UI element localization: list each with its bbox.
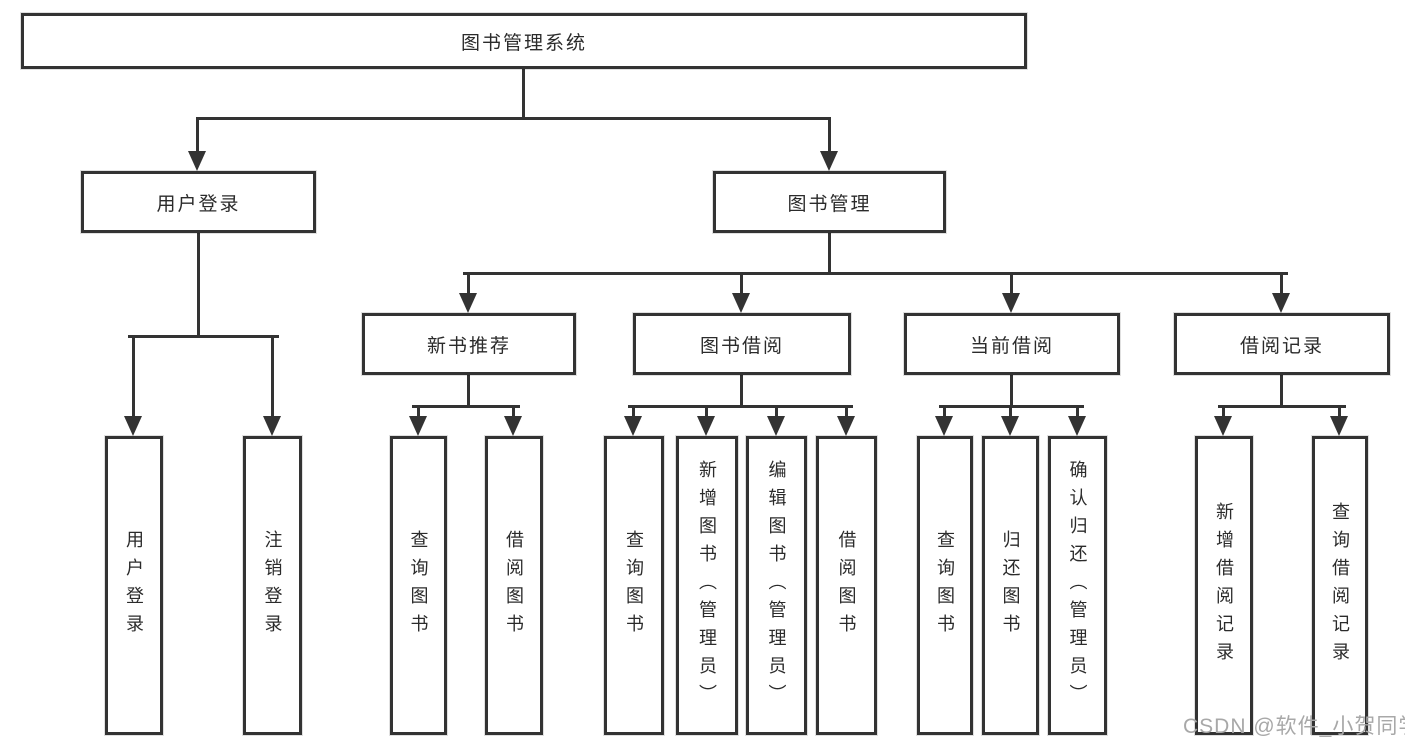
connector-root-rail bbox=[197, 117, 831, 120]
arrow-to-leaf-add-record bbox=[1214, 405, 1232, 436]
csdn-watermark: CSDN @软件_小贺同学 bbox=[1183, 715, 1405, 738]
arrow-to-user-login bbox=[188, 117, 206, 171]
arrow-to-new-book-section bbox=[459, 272, 477, 313]
arrow-to-book-management bbox=[820, 117, 838, 171]
leaf-query-book-1: 查询图书 bbox=[390, 436, 447, 735]
arrow-to-current-section bbox=[1002, 272, 1020, 313]
connector-book-stem bbox=[828, 233, 831, 275]
arrow-to-leaf-query-book-2 bbox=[624, 405, 642, 436]
leaf-logout: 注销登录 bbox=[243, 436, 302, 735]
leaf-user-login: 用户登录 bbox=[105, 436, 163, 735]
node-book-management: 图书管理 bbox=[713, 171, 946, 233]
arrow-to-leaf-edit-book bbox=[767, 405, 785, 436]
leaf-confirm-return-admin: 确认归还（管理员） bbox=[1048, 436, 1107, 735]
arrow-to-leaf-query-book-3 bbox=[935, 405, 953, 436]
arrow-to-leaf-confirm-return bbox=[1068, 405, 1086, 436]
arrow-to-leaf-borrow-book-1 bbox=[504, 405, 522, 436]
leaf-add-borrow-record: 新增借阅记录 bbox=[1195, 436, 1253, 735]
connector-current-stem bbox=[1010, 375, 1013, 407]
leaf-query-book-3: 查询图书 bbox=[917, 436, 973, 735]
arrow-to-leaf-logout bbox=[263, 335, 281, 436]
arrow-to-leaf-borrow-book-2 bbox=[837, 405, 855, 436]
node-book-borrow: 图书借阅 bbox=[633, 313, 851, 375]
connector-record-stem bbox=[1280, 375, 1283, 407]
leaf-return-book: 归还图书 bbox=[982, 436, 1039, 735]
connector-new-book-rail bbox=[412, 405, 520, 408]
node-borrow-records: 借阅记录 bbox=[1174, 313, 1390, 375]
node-new-book-recommend: 新书推荐 bbox=[362, 313, 576, 375]
node-root-library-system: 图书管理系统 bbox=[21, 13, 1027, 69]
leaf-borrow-book-1: 借阅图书 bbox=[485, 436, 543, 735]
leaf-add-book-admin: 新增图书（管理员） bbox=[676, 436, 738, 735]
arrow-to-borrow-section bbox=[732, 272, 750, 313]
connector-borrow-stem bbox=[740, 375, 743, 407]
arrow-to-leaf-add-book bbox=[697, 405, 715, 436]
connector-root-stem bbox=[522, 69, 525, 118]
node-current-borrow: 当前借阅 bbox=[904, 313, 1120, 375]
leaf-query-book-2: 查询图书 bbox=[604, 436, 664, 735]
leaf-edit-book-admin: 编辑图书（管理员） bbox=[746, 436, 807, 735]
connector-new-book-stem bbox=[467, 375, 470, 407]
leaf-borrow-book-2: 借阅图书 bbox=[816, 436, 877, 735]
leaf-query-borrow-record: 查询借阅记录 bbox=[1312, 436, 1368, 735]
connector-record-rail bbox=[1218, 405, 1346, 408]
arrow-to-leaf-query-book-1 bbox=[409, 405, 427, 436]
node-user-login: 用户登录 bbox=[81, 171, 316, 233]
arrow-to-record-section bbox=[1272, 272, 1290, 313]
connector-borrow-rail bbox=[628, 405, 853, 408]
connector-user-stem bbox=[197, 233, 200, 337]
connector-user-rail bbox=[128, 335, 279, 338]
connector-book-rail bbox=[463, 272, 1288, 275]
arrow-to-leaf-user-login bbox=[124, 335, 142, 436]
arrow-to-leaf-return-book bbox=[1001, 405, 1019, 436]
arrow-to-leaf-query-record bbox=[1330, 405, 1348, 436]
